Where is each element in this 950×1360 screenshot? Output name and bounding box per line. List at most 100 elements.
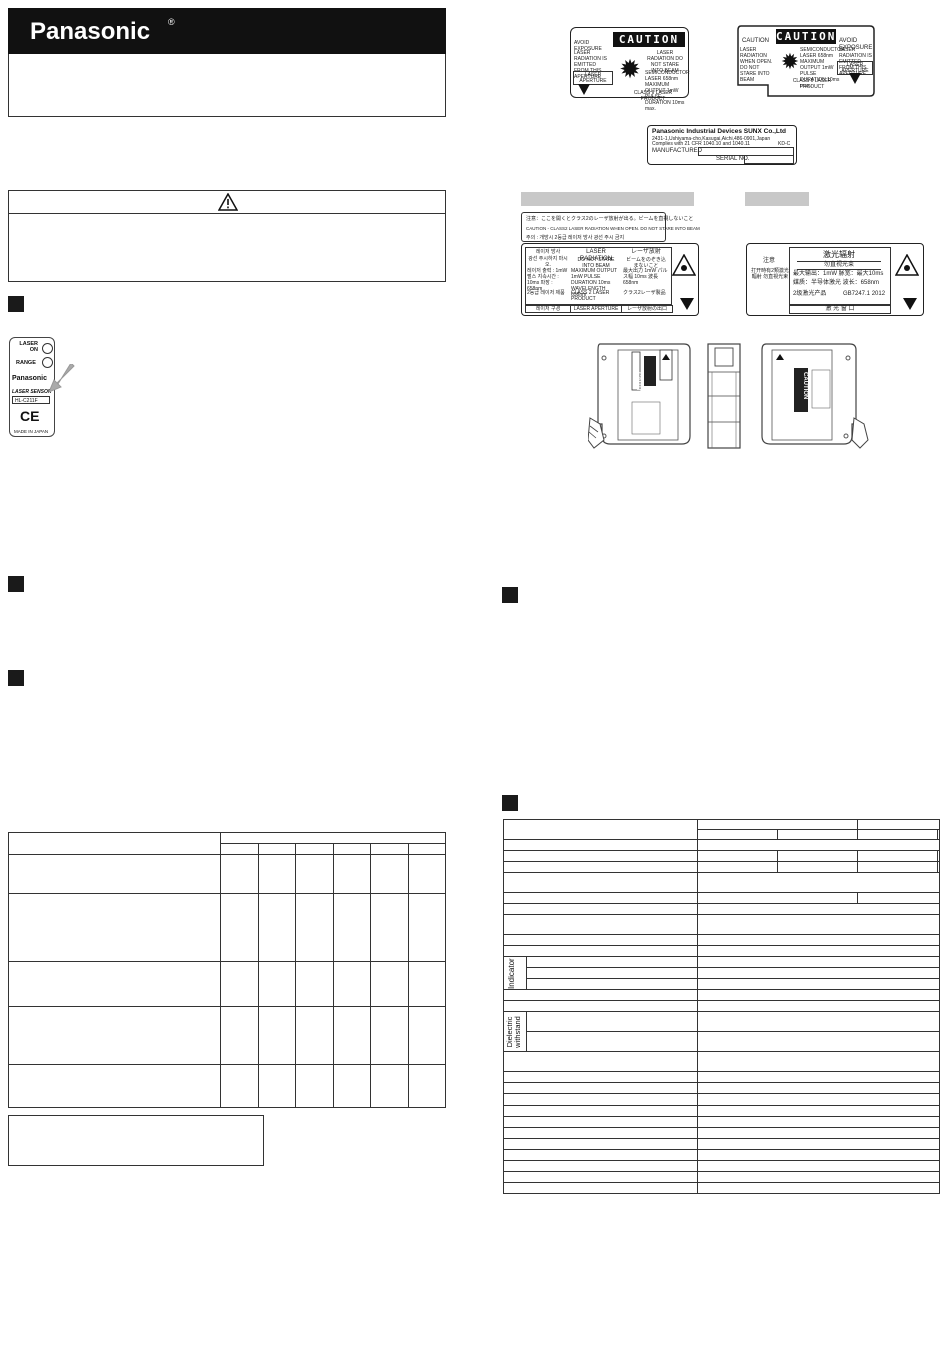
table-row bbox=[504, 1031, 940, 1053]
dielectric-side-label: Dielectric withstand bbox=[505, 1016, 522, 1049]
table-row bbox=[502, 1051, 940, 1073]
pointer-arrow-icon bbox=[48, 364, 75, 393]
laser-on-led bbox=[42, 343, 53, 354]
caution-label-2-outline bbox=[737, 25, 875, 97]
table-row bbox=[502, 872, 940, 894]
col1-footer: 레이저 구경 bbox=[525, 305, 571, 313]
aperture-text: LASER APERTURE bbox=[573, 71, 613, 85]
gray-header-korea-japan bbox=[521, 192, 694, 206]
laser-hazard-icon-2 bbox=[895, 254, 919, 276]
china-aperture: 激 光 窗 口 bbox=[789, 305, 891, 314]
panasonic-logo: Panasonic bbox=[30, 18, 151, 45]
table-subheader-cell bbox=[220, 843, 259, 856]
korea-japan-laser-label: 레이저 방사 광선 주시하지 마시오. 레이저 출력 : 1mW 펄스 지속시간… bbox=[521, 243, 699, 316]
code-text: KD-C bbox=[778, 141, 791, 147]
china-sub: 勿直视光束 bbox=[797, 261, 881, 270]
section-marker-2 bbox=[8, 576, 24, 592]
col2-specs: MAXIMUM OUTPUT 1mW PULSE DURATION 10ms W… bbox=[571, 268, 618, 298]
col1-sub: 광선 주시하지 마시오. bbox=[528, 256, 568, 268]
table-row bbox=[502, 1115, 940, 1128]
table-row bbox=[502, 1104, 940, 1117]
table-row bbox=[502, 1000, 940, 1013]
caution-banner-2: CAUTION bbox=[776, 29, 837, 44]
laser-starburst-icon-2: ✹ bbox=[780, 49, 800, 74]
table-row bbox=[502, 1170, 940, 1183]
col2-class: CLASS 2 LASER PRODUCT bbox=[571, 290, 610, 302]
sensor-front-caution-text: CAUTION bbox=[635, 372, 641, 400]
china-laser-label: 注意 打开時有2類激光輻射 勿直視光束 激光辐射 勿直视光束 最大输出：1mW … bbox=[746, 243, 924, 316]
multilang-caution-strip: 注意：ここを開くとクラス2のレーザ放射が出る。ビームを直視しないこと CAUTI… bbox=[521, 212, 700, 242]
laser-on-text: LASER ON bbox=[19, 341, 38, 353]
dielectric-side-cell: Dielectric withstand bbox=[503, 1011, 527, 1053]
aperture-arrow-icon bbox=[578, 84, 590, 95]
col2-footer: LASER APERTURE bbox=[570, 305, 622, 313]
range-led bbox=[42, 357, 53, 368]
sensor-back-caution-text: CAUTION bbox=[802, 372, 808, 400]
warning-header bbox=[9, 191, 445, 214]
serial-text: SERIAL NO. bbox=[716, 156, 750, 162]
table-row bbox=[8, 1064, 446, 1108]
ce-mark: CE bbox=[20, 408, 40, 424]
registered-mark: ® bbox=[168, 17, 175, 27]
col3-title: レーザ放射 bbox=[631, 249, 661, 255]
table-row bbox=[502, 945, 940, 958]
table-row: Indicator bbox=[503, 956, 940, 991]
col1-title: 레이저 방사 bbox=[535, 249, 561, 255]
table-row bbox=[504, 978, 940, 991]
china-specs-1: 最大输出：1mW 脉宽：最大10ms bbox=[793, 271, 884, 277]
avoid-exposure-text-2: AVOID EXPOSURE bbox=[839, 38, 873, 51]
caution-line-1: 注意：ここを開くとクラス2のレーザ放射が出る。ビームを直視しないこと bbox=[526, 216, 694, 222]
manufacturer-label: Panasonic Industrial Devices SUNX Co.,Lt… bbox=[647, 125, 797, 165]
table-header-cell bbox=[220, 831, 446, 845]
class-text: CLASS II LASER PRODUCT bbox=[633, 90, 673, 102]
laser-starburst-icon: ✹ bbox=[619, 54, 641, 84]
class-text-2: CLASS II LASER PRODUCT bbox=[792, 78, 832, 90]
sensor-back-view bbox=[761, 343, 869, 449]
warning-box bbox=[8, 190, 446, 282]
table-row bbox=[502, 934, 940, 947]
address-text: 2431-1,Ushiyama-cho,Kasugai,Aichi,486-09… bbox=[652, 136, 771, 142]
caution-text: CAUTION bbox=[742, 38, 769, 44]
section-marker-3 bbox=[8, 670, 24, 686]
caution-label-1: AVOID EXPOSURE LASER RADIATION IS EMITTE… bbox=[570, 27, 690, 112]
col3-class: クラス2レーザ製品 bbox=[623, 290, 666, 296]
col1-specs: 레이저 출력 : 1mW 펄스 지속시간 : 10ms 파장 : 658nm bbox=[527, 268, 568, 292]
table-row: Dielectric withstand bbox=[503, 1011, 940, 1053]
brand-text: Panasonic bbox=[12, 375, 48, 382]
laser-hazard-icon bbox=[672, 254, 696, 276]
china-title: 激光辐射 bbox=[823, 250, 855, 259]
china-specs-2: 媒质：半导体激光 波长：658nm bbox=[793, 280, 880, 286]
laser-specs-text-2: SEMICONDUCTOR LASER 658nm MAXIMUM OUTPUT… bbox=[800, 47, 845, 89]
aperture-arrow-icon-2 bbox=[849, 73, 861, 84]
laser-specs-text: SEMICONDUCTOR LASER 658nm MAXIMUM OUTPUT… bbox=[645, 70, 690, 112]
col3-specs: 最大出力 1mW パルス幅 10ms 波長 658nm bbox=[623, 268, 668, 286]
table-subheader-cell bbox=[407, 843, 446, 856]
table-subheader-cell bbox=[295, 843, 334, 856]
range-text: RANGE bbox=[16, 360, 36, 366]
table-subheader-cell bbox=[370, 843, 409, 856]
col3-sub: ビームをのぞき込まないこと bbox=[626, 257, 666, 269]
table-row bbox=[502, 1071, 940, 1084]
caution-line-3: 주의 : 개방시 2등급 레이저 방사 광선 주시 금지 bbox=[526, 235, 625, 241]
aperture-arrow-icon-4 bbox=[903, 298, 917, 310]
china-open-text: 打开時有2類激光輻射 勿直視光束 bbox=[751, 268, 789, 280]
indicator-side-cell: Indicator bbox=[503, 956, 527, 991]
radiation-text: LASER RADIATION DO NOT STARE INTO BEAM bbox=[647, 50, 683, 74]
section-marker-5 bbox=[502, 795, 518, 811]
aperture-arrow-icon-3 bbox=[680, 298, 694, 310]
header-bar: Panasonic ® bbox=[8, 8, 446, 54]
table-row bbox=[502, 861, 940, 874]
col3-footer: レーザ放射の出口 bbox=[621, 305, 673, 313]
table-row bbox=[502, 839, 940, 852]
serial-field bbox=[744, 155, 794, 164]
gray-header-china bbox=[745, 192, 809, 206]
origin-text: MADE IN JAPAN bbox=[14, 429, 49, 434]
table-row bbox=[502, 903, 940, 916]
manufactured-text: MANUFACTURED bbox=[652, 148, 703, 154]
right-spec-table: Indicator Dielectric withstand bbox=[502, 818, 940, 1195]
open-text: LASER RADIATION WHEN OPEN. DO NOT STARE … bbox=[740, 47, 773, 83]
product-type-text: LASER SENSOR bbox=[12, 389, 52, 395]
left-spec-table bbox=[8, 831, 446, 1108]
avoid-exposure-text: AVOID EXPOSURE bbox=[574, 40, 602, 52]
table-row bbox=[502, 1148, 940, 1161]
